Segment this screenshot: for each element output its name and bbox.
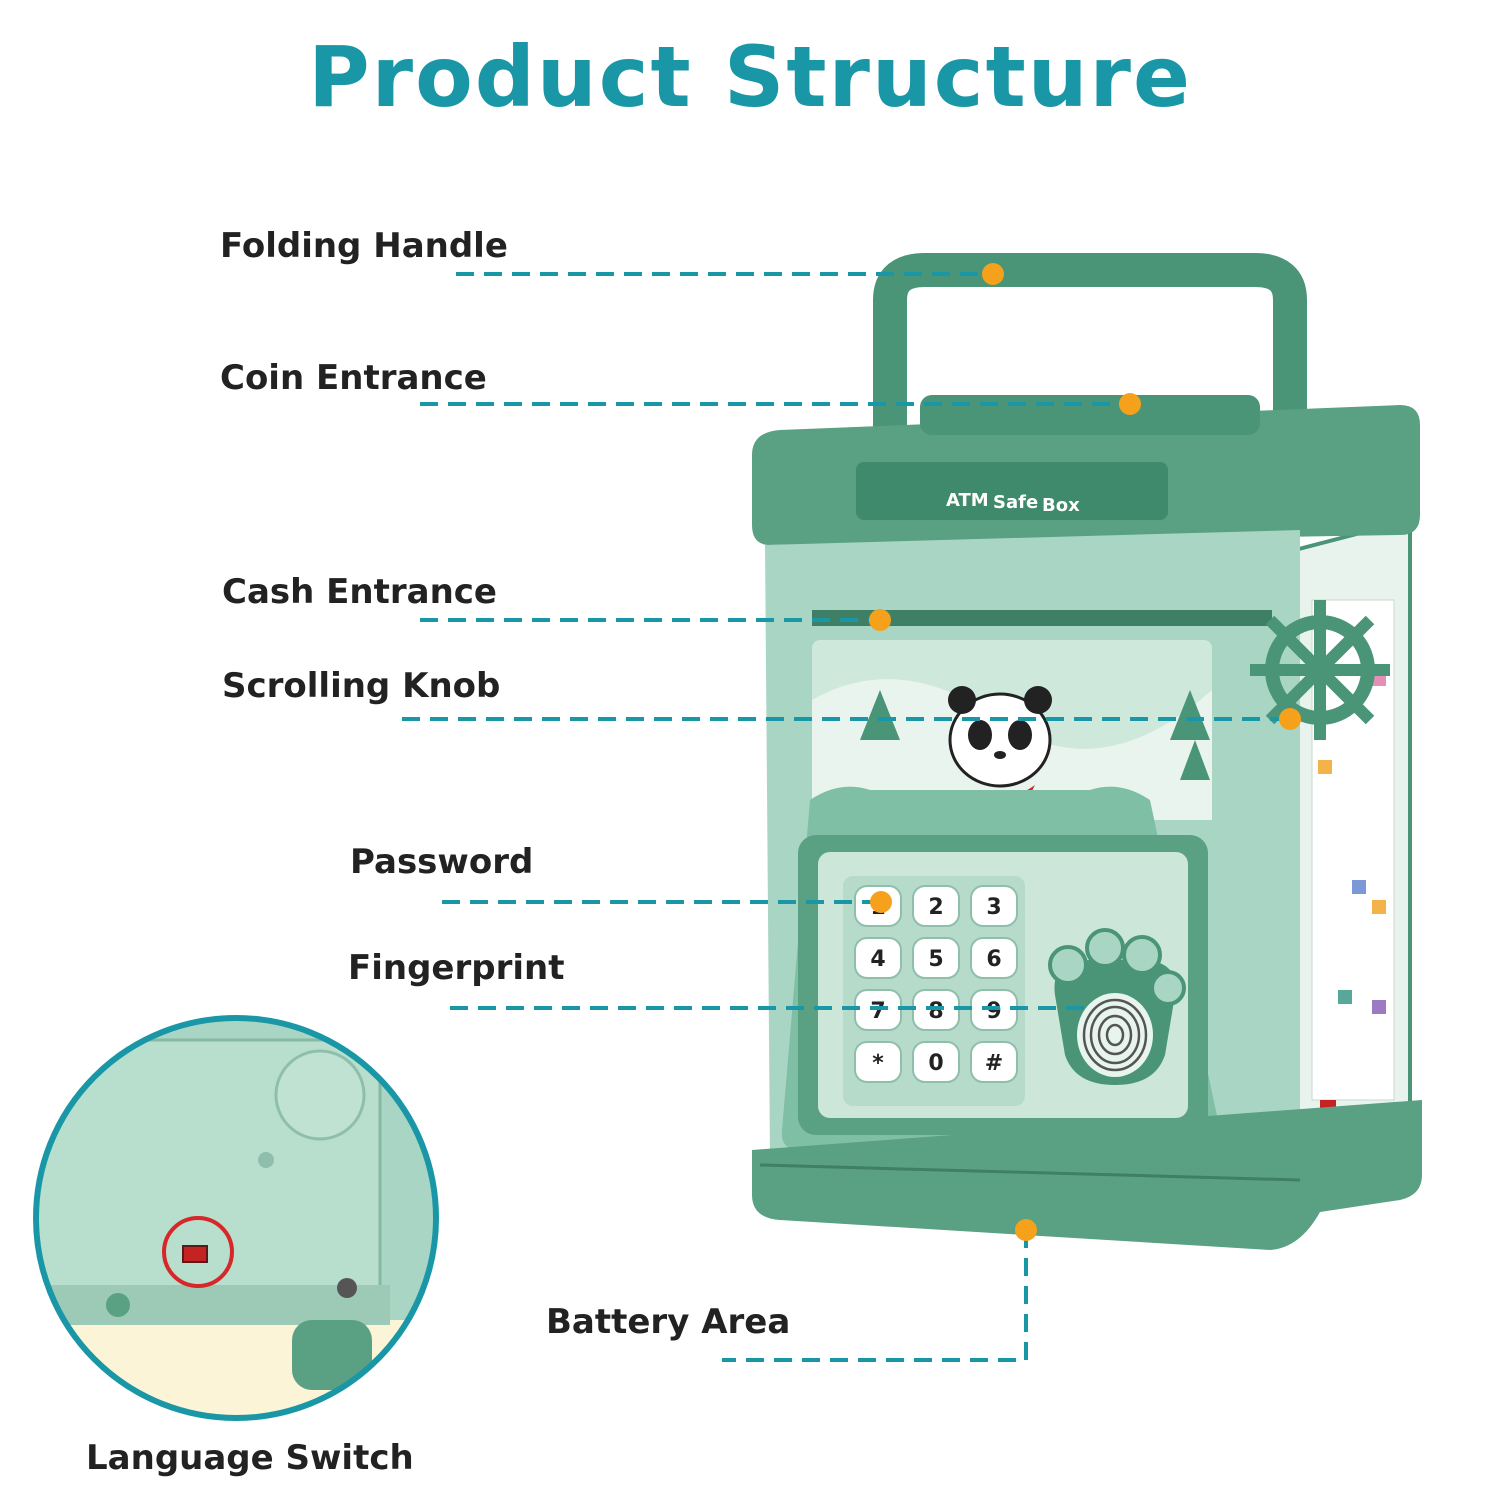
leader-lines — [402, 272, 1290, 1362]
key-label: 0 — [928, 1051, 943, 1076]
label-language-switch: Language Switch — [86, 1438, 414, 1478]
key-4: 4 — [854, 937, 902, 979]
key-label: 6 — [986, 947, 1001, 972]
key-label: 4 — [870, 947, 885, 972]
key-label: 2 — [928, 895, 943, 920]
key-star: * — [854, 1041, 902, 1083]
language-switch — [182, 1245, 208, 1263]
scrolling-knob — [1250, 600, 1390, 740]
key-0: 0 — [912, 1041, 960, 1083]
label-battery-area: Battery Area — [546, 1302, 791, 1342]
brand-atm: ATM — [946, 490, 989, 511]
key-label: 3 — [986, 895, 1001, 920]
dot-folding-handle — [982, 263, 1004, 285]
key-3: 3 — [970, 885, 1018, 927]
key-label: 8 — [928, 999, 943, 1024]
page-title: Product Structure — [308, 28, 1192, 126]
side-number-chart — [1293, 517, 1412, 1153]
keypad-keys: 123456789*0# — [854, 885, 1018, 1083]
label-scrolling-knob: Scrolling Knob — [222, 666, 501, 706]
box-base — [752, 1100, 1422, 1250]
label-folding-handle: Folding Handle — [220, 226, 508, 266]
key-2: 2 — [912, 885, 960, 927]
label-fingerprint: Fingerprint — [348, 948, 565, 988]
label-password: Password — [350, 842, 534, 882]
key-label: # — [985, 1051, 1003, 1076]
brand-box: Box — [1042, 495, 1080, 516]
key-label: 5 — [928, 947, 943, 972]
key-6: 6 — [970, 937, 1018, 979]
fingerprint-paw — [1048, 928, 1186, 1085]
key-5: 5 — [912, 937, 960, 979]
folding-handle — [873, 253, 1307, 430]
dot-coin-entrance — [1119, 393, 1141, 415]
leader-battery-area — [722, 1230, 1028, 1362]
dot-password — [870, 891, 892, 913]
dot-scrolling-knob — [1279, 708, 1301, 730]
dot-battery-area — [1015, 1219, 1037, 1241]
box-lid: ATM Safe Box — [752, 395, 1420, 545]
fingerprint-icon — [1082, 998, 1148, 1072]
label-coin-entrance: Coin Entrance — [220, 358, 487, 398]
key-label: 7 — [870, 999, 885, 1024]
label-cash-entrance: Cash Entrance — [222, 572, 497, 612]
switch-highlight-circle — [162, 1216, 234, 1288]
key-label: * — [872, 1051, 884, 1076]
callout-dots — [869, 263, 1301, 1241]
dot-cash-entrance — [869, 609, 891, 631]
brand-safe: Safe — [993, 492, 1038, 513]
key-hash: # — [970, 1041, 1018, 1083]
key-label: 9 — [986, 999, 1001, 1024]
inset-border — [33, 1015, 439, 1421]
